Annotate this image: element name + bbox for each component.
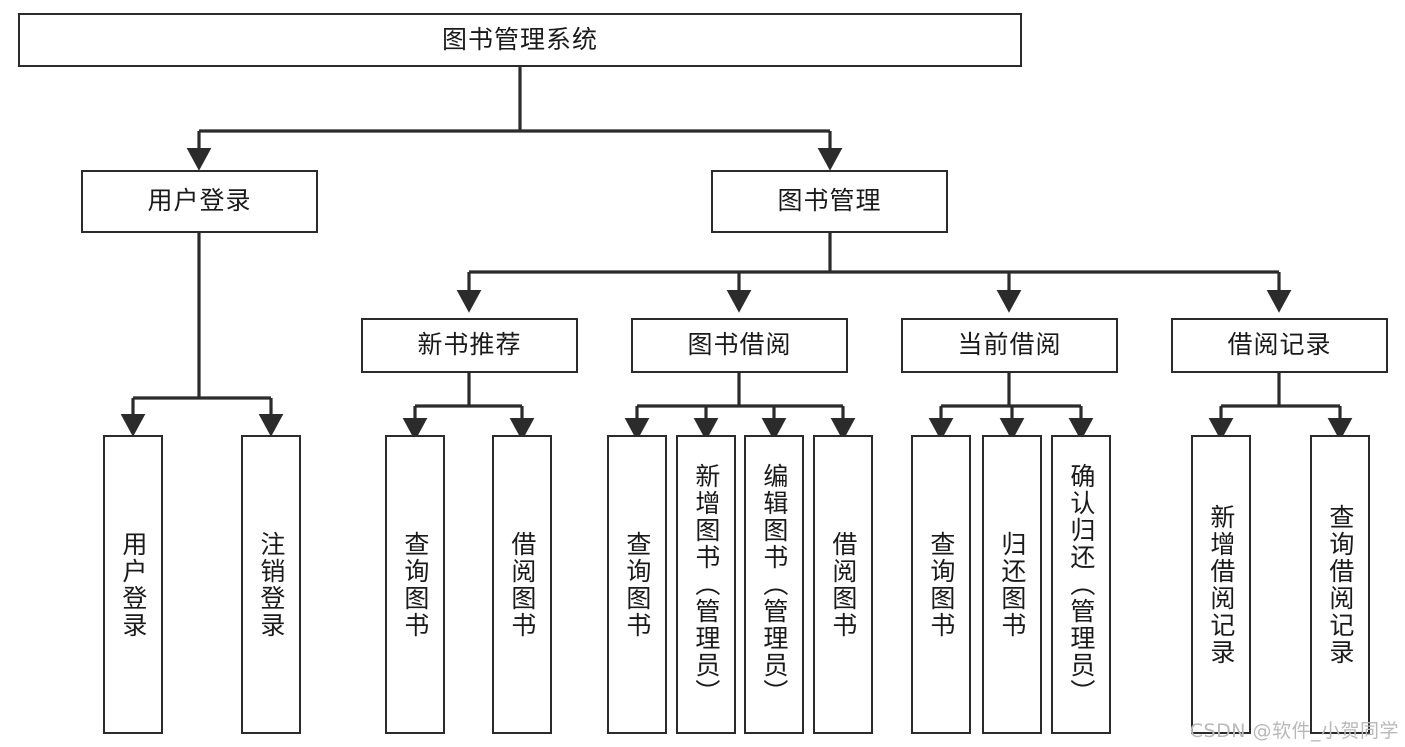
node-book-management[interactable]: 图书管理: [711, 170, 948, 233]
leaf-label: 查询图书: [622, 530, 652, 639]
leaf-current-borrow-query[interactable]: 查询图书: [911, 435, 971, 734]
leaf-book-borrow-add[interactable]: 新增图书（管理员）: [676, 435, 736, 734]
node-new-book-recommend-label: 新书推荐: [417, 330, 522, 360]
leaf-label: 归还图书: [997, 530, 1027, 639]
node-current-borrow[interactable]: 当前借阅: [901, 318, 1118, 373]
node-borrow-record[interactable]: 借阅记录: [1171, 318, 1388, 373]
leaf-user-login-login[interactable]: 用户登录: [103, 435, 163, 734]
leaf-label: 确认归还（管理员）: [1066, 463, 1096, 706]
leaf-new-book-borrow[interactable]: 借阅图书: [492, 435, 552, 734]
leaf-label: 借阅图书: [828, 530, 858, 639]
leaf-label: 查询图书: [400, 530, 430, 639]
leaf-current-borrow-return[interactable]: 归还图书: [982, 435, 1042, 734]
node-user-login[interactable]: 用户登录: [81, 170, 318, 233]
leaf-borrow-record-query[interactable]: 查询借阅记录: [1310, 435, 1370, 734]
leaf-book-borrow-edit[interactable]: 编辑图书（管理员）: [744, 435, 804, 734]
leaf-label: 用户登录: [118, 530, 148, 639]
node-borrow-record-label: 借阅记录: [1227, 330, 1332, 360]
leaf-book-borrow-borrow[interactable]: 借阅图书: [813, 435, 873, 734]
leaf-label: 新增图书（管理员）: [691, 463, 721, 706]
leaf-borrow-record-add[interactable]: 新增借阅记录: [1191, 435, 1251, 734]
node-book-management-label: 图书管理: [777, 186, 882, 216]
leaf-current-borrow-confirm[interactable]: 确认归还（管理员）: [1051, 435, 1111, 734]
leaf-new-book-query[interactable]: 查询图书: [385, 435, 445, 734]
node-user-login-label: 用户登录: [147, 186, 252, 216]
leaf-label: 注销登录: [256, 530, 286, 639]
leaf-book-borrow-query[interactable]: 查询图书: [607, 435, 667, 734]
leaf-label: 借阅图书: [507, 530, 537, 639]
node-root-label: 图书管理系统: [441, 24, 598, 54]
node-root[interactable]: 图书管理系统: [18, 13, 1022, 67]
leaf-label: 编辑图书（管理员）: [759, 463, 789, 706]
leaf-user-login-logout[interactable]: 注销登录: [241, 435, 301, 734]
node-book-borrow-label: 图书借阅: [687, 330, 792, 360]
leaf-label: 查询借阅记录: [1325, 503, 1355, 666]
node-current-borrow-label: 当前借阅: [957, 330, 1062, 360]
node-new-book-recommend[interactable]: 新书推荐: [361, 318, 578, 373]
leaf-label: 查询图书: [926, 530, 956, 639]
leaf-label: 新增借阅记录: [1206, 503, 1236, 666]
csdn-watermark: CSDN @软件_小贺同学: [1189, 720, 1399, 742]
node-book-borrow[interactable]: 图书借阅: [631, 318, 848, 373]
